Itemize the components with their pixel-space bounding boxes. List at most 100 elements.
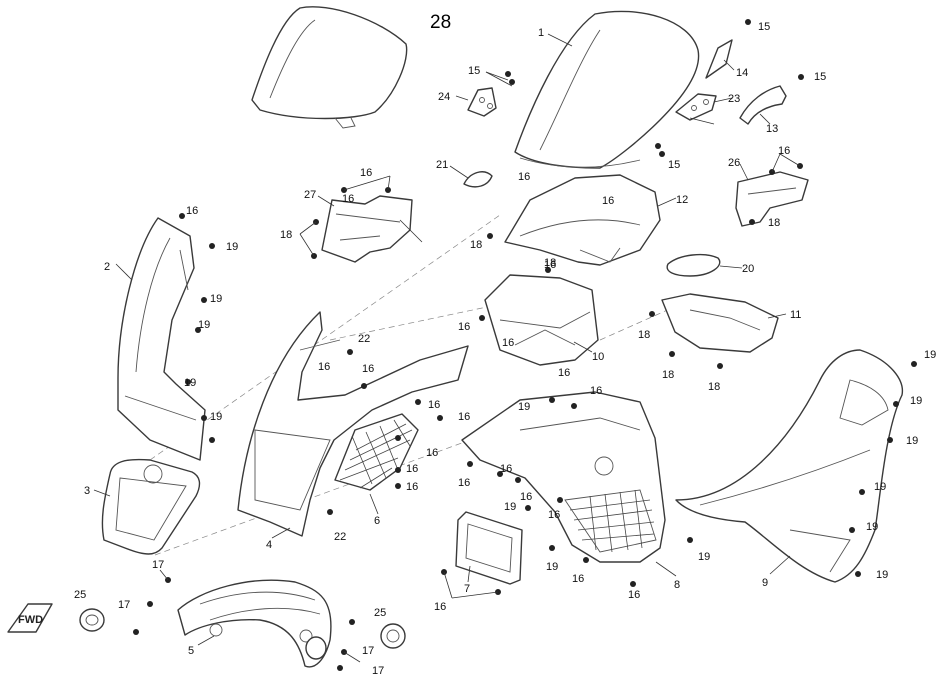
label-11: 11 <box>790 309 801 321</box>
label-19-a: 19 <box>226 241 238 253</box>
label-16-e: 16 <box>186 205 198 217</box>
label-16-u: 16 <box>548 509 560 521</box>
label-22-a: 22 <box>358 333 370 345</box>
label-16-w: 16 <box>628 589 640 601</box>
callout-labels: 28 1 2 3 4 5 6 7 8 9 10 11 12 13 14 15 1… <box>74 12 936 677</box>
label-19-b: 19 <box>210 293 222 305</box>
label-16-b: 16 <box>518 171 530 183</box>
label-16-f: 16 <box>458 321 470 333</box>
label-14: 14 <box>736 67 748 79</box>
label-18-b: 18 <box>470 239 482 251</box>
part-28-windscreen <box>251 6 408 129</box>
part-7-frame <box>455 511 523 585</box>
label-16-v: 16 <box>572 573 584 585</box>
label-16-t: 16 <box>590 385 602 397</box>
label-16-n: 16 <box>426 447 438 459</box>
label-18-d: 18 <box>638 329 650 341</box>
label-16-s: 16 <box>520 491 532 503</box>
label-18-e: 18 <box>662 369 674 381</box>
label-8: 8 <box>674 579 680 591</box>
label-15-a: 15 <box>758 21 770 33</box>
label-18-g: 18 <box>768 217 780 229</box>
label-25-b: 25 <box>374 607 386 619</box>
fastener-markers <box>133 19 917 671</box>
part-10-box <box>484 274 599 366</box>
label-17-b: 17 <box>118 599 130 611</box>
part-13-bracket <box>739 85 787 125</box>
label-18-f: 18 <box>708 381 720 393</box>
label-16-d: 16 <box>778 145 790 157</box>
label-16-o: 16 <box>406 463 418 475</box>
label-16-c: 16 <box>602 195 614 207</box>
part-24-bracket <box>467 87 497 117</box>
label-2: 2 <box>104 261 110 273</box>
label-10: 10 <box>592 351 604 363</box>
label-6: 6 <box>374 515 380 527</box>
label-19-j: 19 <box>924 349 936 361</box>
label-3: 3 <box>84 485 90 497</box>
part-14-bracket <box>705 39 733 79</box>
label-19-n: 19 <box>866 521 878 533</box>
part-3-frame <box>101 458 201 555</box>
part-6-grille <box>334 413 419 491</box>
label-18-c: 18 <box>544 257 556 269</box>
label-12: 12 <box>676 194 688 206</box>
part-21-cap <box>463 171 493 188</box>
label-17-c: 17 <box>362 645 374 657</box>
label-1: 1 <box>538 27 544 39</box>
label-16-k: 16 <box>362 363 374 375</box>
label-16-p: 16 <box>406 481 418 493</box>
label-16-i: 16 <box>558 367 570 379</box>
label-16-y: 16 <box>342 193 354 205</box>
label-19-g: 19 <box>504 501 516 513</box>
label-27: 27 <box>304 189 316 201</box>
label-16-x: 16 <box>434 601 446 613</box>
label-19-k: 19 <box>910 395 922 407</box>
label-19-l: 19 <box>906 435 918 447</box>
label-19-c: 19 <box>198 319 210 331</box>
part-25-cap-mid <box>305 636 327 660</box>
label-19-i: 19 <box>698 551 710 563</box>
label-15-b: 15 <box>814 71 826 83</box>
label-15-c: 15 <box>468 65 480 77</box>
label-21: 21 <box>436 159 448 171</box>
leader-lines <box>93 33 801 663</box>
part-9-side-cover <box>675 349 904 583</box>
part-26-bracket <box>735 171 809 227</box>
part-11-cover <box>661 293 779 353</box>
label-19-m: 19 <box>874 481 886 493</box>
label-18-a: 18 <box>280 229 292 241</box>
label-19-h: 19 <box>546 561 558 573</box>
label-7: 7 <box>464 583 470 595</box>
label-23: 23 <box>728 93 740 105</box>
label-5: 5 <box>188 645 194 657</box>
part-1-windscreen <box>514 10 700 169</box>
fwd-direction-badge: FWD <box>7 603 53 633</box>
label-19-d: 19 <box>184 377 196 389</box>
label-16-h: 16 <box>544 259 556 271</box>
fwd-badge-text: FWD <box>18 614 43 626</box>
part-12-inner-panel <box>504 174 661 266</box>
label-19-o: 19 <box>876 569 888 581</box>
part-25-cap-right <box>380 623 406 649</box>
part-4-front-fairing <box>237 311 469 537</box>
label-17-d: 17 <box>372 665 384 677</box>
part-25-cap-left <box>79 608 105 632</box>
label-16-l: 16 <box>428 399 440 411</box>
label-26: 26 <box>728 157 740 169</box>
label-16-a: 16 <box>360 167 372 179</box>
label-25-a: 25 <box>74 589 86 601</box>
label-22-b: 22 <box>334 531 346 543</box>
part-2-side-panel <box>117 217 206 461</box>
label-28: 28 <box>430 12 451 33</box>
part-20-pad <box>666 253 721 277</box>
label-9: 9 <box>762 577 768 589</box>
label-16-r: 16 <box>500 463 512 475</box>
label-19-f: 19 <box>518 401 530 413</box>
label-24: 24 <box>438 91 450 103</box>
label-16-q: 16 <box>458 477 470 489</box>
label-19-e: 19 <box>210 411 222 423</box>
part-27-bracket <box>321 195 423 263</box>
